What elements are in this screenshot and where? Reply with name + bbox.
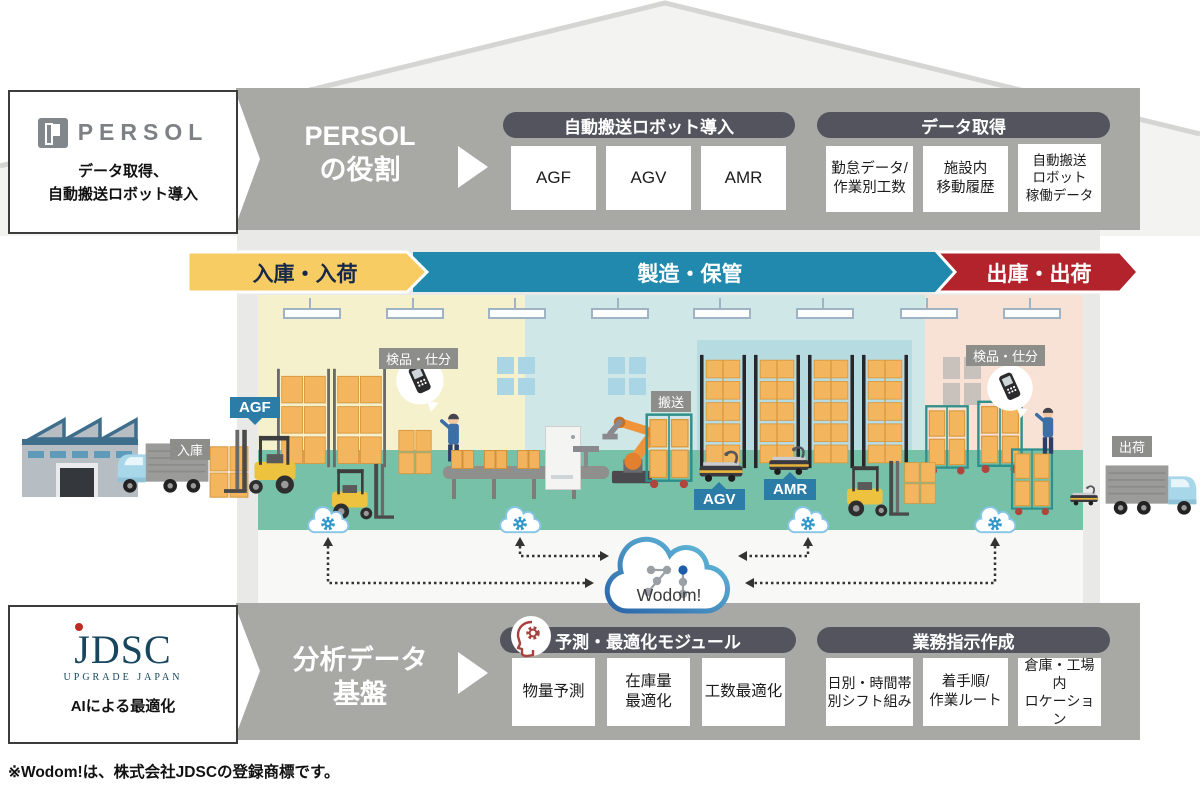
persol-logo-icon <box>37 117 68 148</box>
inspection-left-label: 検品・仕分 <box>379 348 459 369</box>
wodom-cloud-label: Wodom! <box>636 585 702 605</box>
robot-box-amr: AMR <box>701 146 786 210</box>
jdsc-band-chevron <box>234 603 260 740</box>
ceiling-light-stem <box>412 298 414 308</box>
ceiling-light-stem <box>1029 298 1031 308</box>
pick-table-icon <box>573 446 599 452</box>
persol-logo: PERSOL <box>37 117 209 148</box>
warehouse-floor <box>258 450 1083 530</box>
data-flow-arrows <box>323 537 1000 588</box>
robot-install-pill: 自動搬送ロボット導入 <box>503 112 795 138</box>
ceiling-light-stem <box>926 298 928 308</box>
gear-cloud-icon <box>973 505 1018 535</box>
boxes-stack-icon <box>904 462 936 504</box>
pick-table-leg <box>584 452 588 468</box>
jdsc-arrow-icon <box>458 652 488 694</box>
module-box-inventory: 在庫量 最適化 <box>607 658 690 726</box>
persol-info-box: PERSOL データ取得、 自動搬送ロボット導入 <box>8 90 238 234</box>
robot-box-agf: AGF <box>511 146 596 210</box>
flow-inbound-label: 入庫・入荷 <box>252 263 358 286</box>
jdsc-info-box: JDSC UPGRADE JAPAN AIによる最適化 <box>8 605 238 744</box>
conveyor-leg <box>452 479 456 499</box>
persol-arrow-icon <box>458 146 488 188</box>
ceiling-light <box>1003 308 1061 319</box>
persol-role-title: PERSOL の役割 <box>304 121 416 185</box>
instruction-box-shift: 日別・時間帯 別シフト組み <box>826 658 913 726</box>
conveyor-leg <box>492 479 496 499</box>
jdsc-logo-subtext: UPGRADE JAPAN <box>63 672 183 684</box>
outbound-truck-icon <box>1105 465 1197 515</box>
trademark-footnote: ※Wodom!は、株式会社JDSCの登録商標です。 <box>8 764 340 781</box>
persol-logo-text: PERSOL <box>77 119 209 146</box>
inspection-right-label: 検品・仕分 <box>966 345 1046 366</box>
jdsc-logo-text: JDSC <box>74 627 172 673</box>
window-icon <box>943 357 981 405</box>
agf-forklift-icon <box>224 429 296 494</box>
persol-band-chevron <box>234 88 260 230</box>
conveyor-leg <box>532 479 536 499</box>
window-icon <box>497 357 535 395</box>
jdsc-role-title: 分析データ 基盤 <box>292 645 428 709</box>
ceiling-light <box>796 308 854 319</box>
data-box-attendance: 勤怠データ/ 作業別工数 <box>826 146 913 212</box>
instruction-box-location: 倉庫・工場内 ロケーション <box>1018 657 1101 727</box>
wodom-cloud-icon <box>604 536 730 614</box>
jdsc-logo: JDSC <box>74 623 172 673</box>
instruction-box-route: 着手順/ 作業ルート <box>923 658 1008 726</box>
gear-cloud-icon <box>786 505 831 535</box>
ceiling-light <box>283 308 341 319</box>
machine-cabinet-icon <box>545 426 581 490</box>
shipping-dock-label: 出荷 <box>1112 436 1153 457</box>
inbound-dock-label: 入庫 <box>170 439 211 460</box>
ceiling-light <box>693 308 751 319</box>
gear-cloud-icon <box>498 505 543 535</box>
transport-label: 搬送 <box>651 391 692 412</box>
flow-outbound-label: 出庫・出荷 <box>986 263 1092 286</box>
ceiling-light-stem <box>309 298 311 308</box>
ceiling-light <box>488 308 546 319</box>
ceiling-light <box>900 308 958 319</box>
conveyor-box-icon <box>451 450 474 469</box>
module-box-volume: 物量予測 <box>512 658 595 726</box>
work-instruction-pill: 業務指示作成 <box>817 627 1110 653</box>
module-box-manhours: 工数最適化 <box>702 658 785 726</box>
scanner-bubble-icon <box>987 365 1033 418</box>
brain-gear-icon <box>511 616 551 658</box>
conveyor-box-icon <box>517 450 540 469</box>
ceiling-light-stem <box>514 298 516 308</box>
ceiling-light <box>386 308 444 319</box>
agv-tag: AGV <box>694 482 745 510</box>
amr-tag: AMR <box>764 472 817 500</box>
flow-process-label: 製造・保管 <box>637 263 743 286</box>
small-agv-icon <box>1069 485 1099 507</box>
boxes-stack-icon <box>398 429 432 475</box>
ceiling-light-stem <box>822 298 824 308</box>
ceiling-light-stem <box>719 298 721 308</box>
data-box-movement: 施設内 移動履歴 <box>923 146 1008 212</box>
process-flow-arrows <box>186 250 1141 294</box>
jdsc-logo-dot <box>75 623 84 632</box>
agf-tag: AGF <box>230 397 280 425</box>
persol-caption: データ取得、 自動搬送ロボット導入 <box>47 162 198 203</box>
gear-cloud-icon <box>306 505 351 535</box>
worker-icon <box>1034 406 1055 456</box>
robot-box-agv: AGV <box>606 146 691 210</box>
shelf-rack-icon <box>332 368 387 468</box>
jdsc-caption: AIによる最適化 <box>70 698 176 716</box>
conveyor-box-icon <box>484 450 507 469</box>
wire-cart-icon <box>645 413 693 490</box>
data-box-robot-ops: 自動搬送 ロボット 稼働データ <box>1018 144 1101 212</box>
window-icon <box>608 357 646 395</box>
ceiling-light-stem <box>617 298 619 308</box>
ceiling-light <box>591 308 649 319</box>
forklift-icon <box>846 460 909 517</box>
data-acquisition-pill: データ取得 <box>817 112 1110 138</box>
